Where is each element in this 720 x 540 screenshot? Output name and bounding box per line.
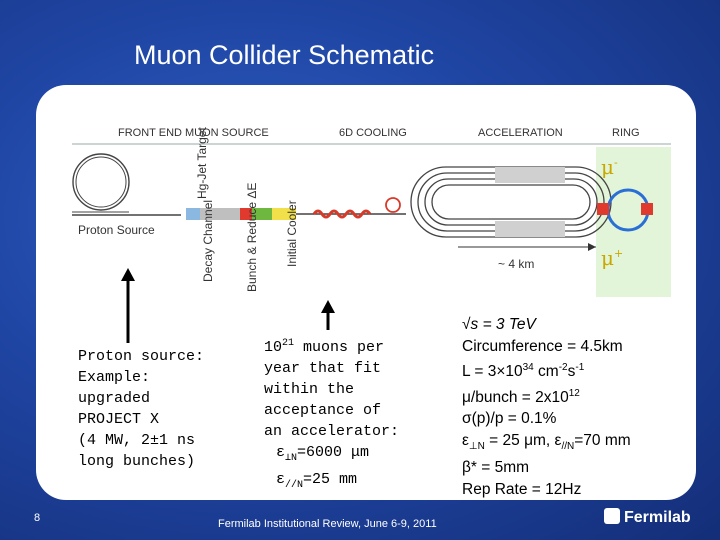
cooler-segment — [272, 208, 296, 220]
page-number: 8 — [34, 512, 41, 524]
logo-text: Fermilab — [624, 509, 691, 526]
arrow-to-proton-source — [121, 268, 135, 343]
cooling-ring — [385, 197, 401, 213]
param-line: ε⊥N = 25 μm, ε//N=70 mm — [462, 431, 631, 452]
section-front-end: FRONT END MUON SOURCE — [118, 127, 269, 139]
slide-title: Muon Collider Schematic — [134, 40, 435, 70]
note-line: Proton source: — [78, 348, 205, 365]
decay-channel-label: Decay Channel — [201, 200, 215, 282]
section-acceleration: ACCELERATION — [478, 127, 563, 139]
decay-channel-segment — [200, 208, 240, 220]
content-panel — [36, 85, 696, 500]
mu-plus-label: μ+ — [601, 246, 623, 270]
scale-label: ~ 4 km — [498, 257, 534, 271]
note-line: PROJECT X — [78, 411, 160, 428]
note-line: ε//N=25 mm — [276, 471, 358, 491]
param-line: Circumference = 4.5km — [462, 337, 623, 355]
note-line: an accelerator: — [264, 423, 400, 440]
section-ring: RING — [612, 127, 640, 139]
param-line: β* = 5mm — [462, 459, 530, 477]
cooling-coil — [312, 209, 372, 219]
ring-region — [596, 147, 671, 297]
proton-source-note: Proton source: Example: upgraded PROJECT… — [78, 346, 204, 472]
param-line: σ(p)/p = 0.1% — [462, 410, 557, 428]
section-6d-cooling: 6D COOLING — [339, 127, 407, 139]
param-line: Rep Rate = 12Hz — [462, 480, 582, 498]
param-line: L = 3×1034 cm-2s-1 — [462, 362, 585, 381]
note-line: (4 MW, 2±1 ns — [78, 432, 196, 449]
footer-text: Fermilab Institutional Review, June 6-9,… — [218, 518, 437, 530]
mu-minus-label: μ- — [601, 155, 618, 179]
bunch-segment-green — [252, 208, 272, 220]
note-line: Example: — [78, 369, 151, 386]
note-line: acceptance of — [264, 402, 382, 419]
logo-icon — [604, 508, 620, 524]
initial-cooler-label: Initial Cooler — [285, 200, 299, 267]
fermilab-logo: Fermilab — [604, 508, 691, 527]
muon-yield-note: 1021 muons per year that fit within the … — [264, 333, 399, 496]
note-line: ε⊥N=6000 μm — [276, 444, 370, 464]
note-line: 1021 muons per — [264, 338, 385, 356]
note-line: upgraded — [78, 390, 151, 407]
bunch-reduce-label: Bunch & Reduce ΔE — [245, 183, 259, 292]
note-line: year that fit — [264, 360, 382, 377]
param-line: √s = 3 TeV — [462, 316, 536, 333]
note-line: long bunches) — [78, 453, 196, 470]
proton-source-ring — [72, 153, 130, 211]
target-label: Hg-Jet Target — [195, 127, 209, 199]
param-line: μ/bunch = 2x1012 — [462, 387, 580, 406]
collider-parameters: √s = 3 TeV Circumference = 4.5km L = 3×1… — [462, 314, 631, 500]
collider-schematic: FRONT END MUON SOURCE 6D COOLING ACCELER… — [72, 127, 671, 297]
proton-source-label: Proton Source — [78, 223, 155, 237]
target-block — [186, 208, 200, 220]
bunch-segment-red — [240, 208, 252, 220]
note-line: within the — [264, 381, 355, 398]
arrow-to-cooling — [321, 300, 335, 330]
